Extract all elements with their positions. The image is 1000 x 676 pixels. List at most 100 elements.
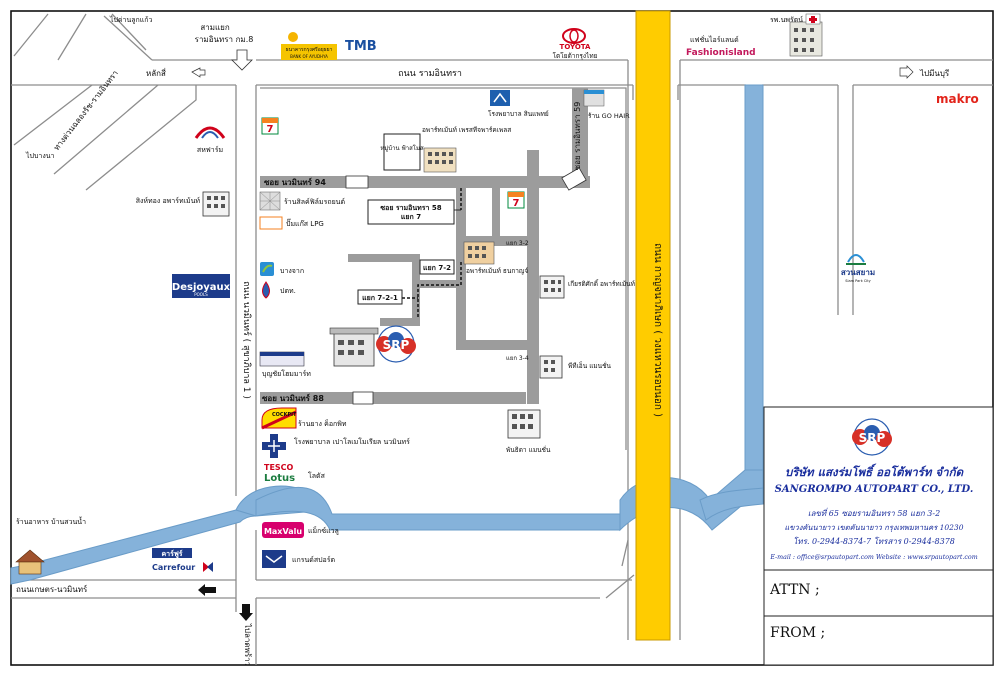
svg-text:หมู่บ้าน ฟ้าสโมส: หมู่บ้าน ฟ้าสโมส <box>380 144 424 152</box>
seven-eleven-icon-1: 7 <box>261 117 279 135</box>
carrefour-logo: คาร์ฟูร์ Carrefour <box>152 548 213 572</box>
cockpit-logo: COCKPIT <box>261 407 297 430</box>
soi-yaek-3-2 <box>456 236 532 246</box>
soi-58-label-2: แยก 7 <box>401 213 421 221</box>
svg-text:Desjoyaux: Desjoyaux <box>172 282 231 293</box>
lpg-station-icon <box>259 216 283 230</box>
srp-office-building-icon <box>329 327 379 367</box>
company-email: E-mail : office@srpautopart.com Website … <box>769 554 977 561</box>
yaek-3-2-label: แยก 3-2 <box>506 240 529 247</box>
kiettisak-label: เกียรติศักดิ์ อพาร์ทเม้นท์ <box>568 279 635 288</box>
siam-park-logo: สวนสยาม Siam Park City <box>841 254 875 283</box>
bridges <box>345 167 587 405</box>
svg-text:สวนสยาม: สวนสยาม <box>841 268 875 277</box>
srp-logo-card: SRP <box>852 418 892 456</box>
tmb-logo: TMB <box>345 39 377 54</box>
lak-si-label: หลักสี่ <box>146 67 166 78</box>
go-hair-label: ร้าน GO HAIR <box>588 112 630 120</box>
fashion-island-logo: Fashionisland <box>686 48 756 58</box>
kaset-arrow-icon <box>198 584 216 596</box>
to-lukkaew-label: ไปด่านลูกแก้ว <box>109 15 153 24</box>
fashion-island-th: แฟชั่นไอร์แลนด์ <box>690 35 739 44</box>
svg-text:Siam Park City: Siam Park City <box>845 279 870 283</box>
svg-text:สหฟาร์ม: สหฟาร์ม <box>197 146 223 154</box>
ladprao-arrow-icon <box>239 604 253 621</box>
restaurant-label-1: ร้านอาหาร บ้านสวนน้ำ <box>16 515 86 526</box>
svg-text:TOYOTA: TOYOTA <box>560 43 591 51</box>
thanakorn-apartment-icon <box>463 241 495 265</box>
attn-label: ATTN ; <box>769 582 820 598</box>
soi-office <box>380 318 420 326</box>
svg-text:คาร์ฟูร์: คาร์ฟูร์ <box>161 549 182 559</box>
srp-logo-map: SRP <box>376 325 416 363</box>
sahaphan-logo: สหฟาร์ม <box>194 126 226 154</box>
phanida-building-icon <box>507 409 541 439</box>
svg-text:SRP: SRP <box>859 431 886 445</box>
soi-yaek-7-2-1 <box>348 254 418 262</box>
desjoyaux-logo: Desjoyaux POOLS <box>172 274 231 298</box>
ptt-label: ปตท. <box>280 287 296 295</box>
company-phone: โทร. 0-2944-8374-7 โทรสาร 0-2944-8378 <box>793 536 955 546</box>
silk-screen-icon <box>259 191 281 211</box>
svg-text:ธนาคารกรุงศรีอยุธยา: ธนาคารกรุงศรีอยุธยา <box>286 46 333 53</box>
krungsri-logo: ธนาคารกรุงศรีอยุธยา BANK OF AYUDHYA <box>281 32 337 60</box>
sinpat-hospital-label: โรงพยาบาล สินแพทย์ <box>488 110 549 118</box>
svg-text:Lotus: Lotus <box>264 473 295 484</box>
svg-text:MaxValu: MaxValu <box>264 527 302 536</box>
soi-88-road <box>260 392 526 404</box>
svg-text:7: 7 <box>267 124 274 135</box>
svg-text:โตโยต้ากรุงไทย: โตโยต้ากรุงไทย <box>553 52 598 60</box>
min-buri-label: ไปมีนบุรี <box>919 69 950 78</box>
sinpat-hospital-icon <box>490 90 510 106</box>
to-bangna-label: ไปบางนา <box>25 151 55 160</box>
thanakorn-apartment-label: อพาร์ทเม้นท์ ธนกาญจ์ <box>466 267 528 275</box>
svg-text:7: 7 <box>513 198 520 209</box>
company-name-en: SANGROMPO AUTOPART CO., LTD. <box>775 484 974 495</box>
bangchak-icon <box>260 262 274 276</box>
prestige-apartment-label: อพาร์ทเม้นท์ เพรสทีจพาร์คเพลส <box>422 126 511 134</box>
road-network <box>11 13 993 665</box>
kanchana-expressway <box>635 10 671 641</box>
maxvalu-th-label: แม็กซ์แวลู <box>308 526 339 535</box>
svg-text:แยก 7-2-1: แยก 7-2-1 <box>362 294 398 302</box>
company-name-th: บริษัท แสงร่มโพธิ์ ออโต้พาร์ท จำกัด <box>785 463 965 479</box>
pt-mansion-building-icon <box>539 355 563 379</box>
soi-yaek-7-2-v <box>412 254 420 324</box>
yaek-3-4-label: แยก 3-4 <box>506 355 529 362</box>
company-address-1: เลขที่ 65 ซอยรามอินทรา 58 แยก 3-2 <box>808 507 940 518</box>
from-label: FROM ; <box>770 625 825 641</box>
fax-form: ATTN ; FROM ; <box>763 569 994 666</box>
down-arrow-junction <box>231 49 253 71</box>
company-info-card: SRP บริษัท แสงร่มโพธิ์ ออโต้พาร์ท จำกัด … <box>763 406 994 571</box>
soi-94-label: ซอย นวมินทร์ 94 <box>264 177 326 187</box>
nopparat-hospital-label: รพ.นพรัตน์ <box>770 16 803 24</box>
lotus-th-label: โลตัส <box>308 471 326 480</box>
maxvalu-logo: MaxValu <box>262 522 304 538</box>
kaset-nawamin-label: ถนนเกษตร-นวมินทร์ <box>16 584 88 594</box>
yaek-7-2-1-callout: แยก 7-2-1 <box>357 289 403 305</box>
junction-label-2: รามอินทรา กม.8 <box>195 35 254 44</box>
soi-58-callout: ซอย รามอินทรา 58 แยก 7 <box>367 199 461 225</box>
toyota-logo: TOYOTA โตโยต้ากรุงไทย <box>553 28 598 60</box>
route-dashes <box>402 188 462 318</box>
paolo-hospital-label-1: โรงพยาบาล เปาโลเมโมเรียล นวมินทร์ <box>294 437 410 446</box>
pt-mansion-label: พีทีเอ็น แมนชั่น <box>568 361 612 370</box>
svg-text:COCKPIT: COCKPIT <box>272 412 297 418</box>
soi-58-main <box>527 150 539 404</box>
lak-si-arrow-icon <box>191 67 206 78</box>
soi-88-label: ซอย นวมินทร์ 88 <box>262 393 324 403</box>
grand-sport-logo <box>262 550 286 568</box>
company-address-2: แขวงคันนายาว เขตคันนายาว กรุงเทพมหานคร 1… <box>785 523 964 532</box>
soi-58-label-1: ซอย รามอินทรา 58 <box>380 204 441 212</box>
nawamin-road-label: ถนน นวมินทร์ ( สุขาภิบาล 1 ) <box>241 281 253 399</box>
silk-screen-label: ร้านสิลค์ฟิล์มรถยนต์ <box>284 198 345 206</box>
to-ladprao-label: ไปลาดพร้าว <box>243 623 252 666</box>
svg-text:SRP: SRP <box>383 338 410 352</box>
prestige-apartment-icon <box>423 147 457 173</box>
min-buri-arrow-icon <box>899 65 914 79</box>
junction-label-1: สามแยก <box>200 23 229 32</box>
svg-text:BANK OF AYUDHYA: BANK OF AYUDHYA <box>290 54 328 59</box>
cockpit-label: ร้านยาง ค็อกพิท <box>298 419 347 428</box>
restaurant-house-icon <box>15 549 45 575</box>
